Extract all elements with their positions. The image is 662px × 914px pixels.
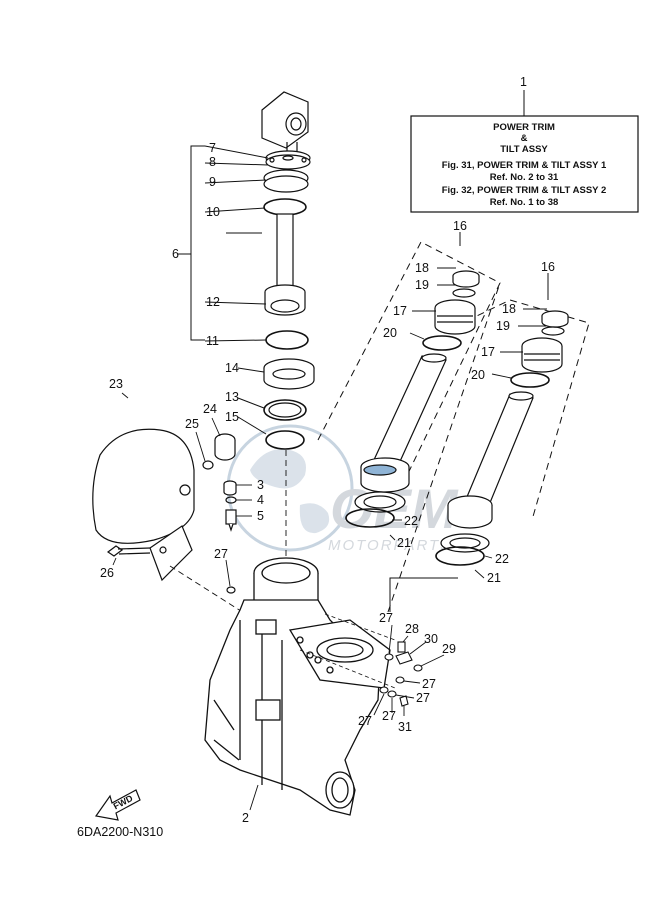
info-box-title-2: & <box>521 133 528 144</box>
side-parts <box>92 428 256 621</box>
callout-19-right: 19 <box>496 319 510 333</box>
tilt-rod-assembly <box>261 91 315 570</box>
callout-2: 2 <box>242 811 249 825</box>
callout-29: 29 <box>442 642 456 656</box>
callout-9: 9 <box>209 175 216 189</box>
info-box-ref-1: Fig. 31, POWER TRIM & TILT ASSY 1 <box>442 160 607 171</box>
callout-28: 28 <box>405 622 419 636</box>
callout-22-right: 22 <box>495 552 509 566</box>
callout-27-b: 27 <box>379 611 393 625</box>
callout-16-right: 16 <box>541 260 555 274</box>
callout-3: 3 <box>257 478 264 492</box>
callout-27-a: 27 <box>214 547 228 561</box>
callout-8: 8 <box>209 155 216 169</box>
callout-25: 25 <box>185 417 199 431</box>
callout-11: 11 <box>206 334 219 348</box>
callout-26: 26 <box>100 566 114 580</box>
info-box-title-3: TILT ASSY <box>500 144 548 155</box>
callout-5: 5 <box>257 509 264 523</box>
callout-21-left: 21 <box>397 536 411 550</box>
info-box-title-1: POWER TRIM <box>493 122 555 133</box>
callout-27-d: 27 <box>416 691 430 705</box>
callout-23: 23 <box>109 377 123 391</box>
callout-20-left: 20 <box>383 326 397 340</box>
callout-31: 31 <box>398 720 412 734</box>
callout-27-e: 27 <box>358 714 372 728</box>
callout-24: 24 <box>203 402 217 416</box>
info-box-ref-3: Fig. 32, POWER TRIM & TILT ASSY 2 <box>442 185 607 196</box>
info-box-ref-2: Ref. No. 2 to 31 <box>490 172 559 183</box>
group-16-left <box>317 241 501 613</box>
callout-13: 13 <box>225 390 239 404</box>
callout-6: 6 <box>172 247 179 261</box>
callout-10: 10 <box>206 205 220 219</box>
callout-1: 1 <box>520 75 527 89</box>
callout-16-left: 16 <box>453 219 467 233</box>
callout-27-f: 27 <box>382 709 396 723</box>
trim-cylinder-left <box>345 270 480 528</box>
callout-15: 15 <box>225 410 239 424</box>
info-box: POWER TRIM & TILT ASSY Fig. 31, POWER TR… <box>410 90 639 213</box>
callout-18-right: 18 <box>502 302 516 316</box>
callout-12: 12 <box>206 295 220 309</box>
fwd-arrow-icon: FWD <box>94 789 141 821</box>
diagram-code: 6DA2200-N310 <box>77 825 163 839</box>
callout-17-left: 17 <box>393 304 407 318</box>
small-parts-cluster <box>379 641 423 707</box>
callout-30: 30 <box>424 632 438 646</box>
trim-cylinder-right <box>435 310 569 566</box>
callout-7: 7 <box>209 141 216 155</box>
callout-20-right: 20 <box>471 368 485 382</box>
group-bracket-6 <box>177 145 269 435</box>
callout-21-right: 21 <box>487 571 501 585</box>
callout-27-c: 27 <box>422 677 436 691</box>
watermark-sub: MOTORPARTS <box>328 537 452 554</box>
callout-17-right: 17 <box>481 345 495 359</box>
info-box-ref-4: Ref. No. 1 to 38 <box>490 197 559 208</box>
leader-lines <box>112 232 547 811</box>
callout-18-left: 18 <box>415 261 429 275</box>
callout-14: 14 <box>225 361 239 375</box>
trim-tilt-body <box>204 557 458 816</box>
callout-19-left: 19 <box>415 278 429 292</box>
callout-4: 4 <box>257 493 264 507</box>
callout-labels: 1 2 3 4 5 6 7 8 9 10 11 12 13 14 15 16 1… <box>77 75 555 839</box>
callout-22-left: 22 <box>404 514 418 528</box>
